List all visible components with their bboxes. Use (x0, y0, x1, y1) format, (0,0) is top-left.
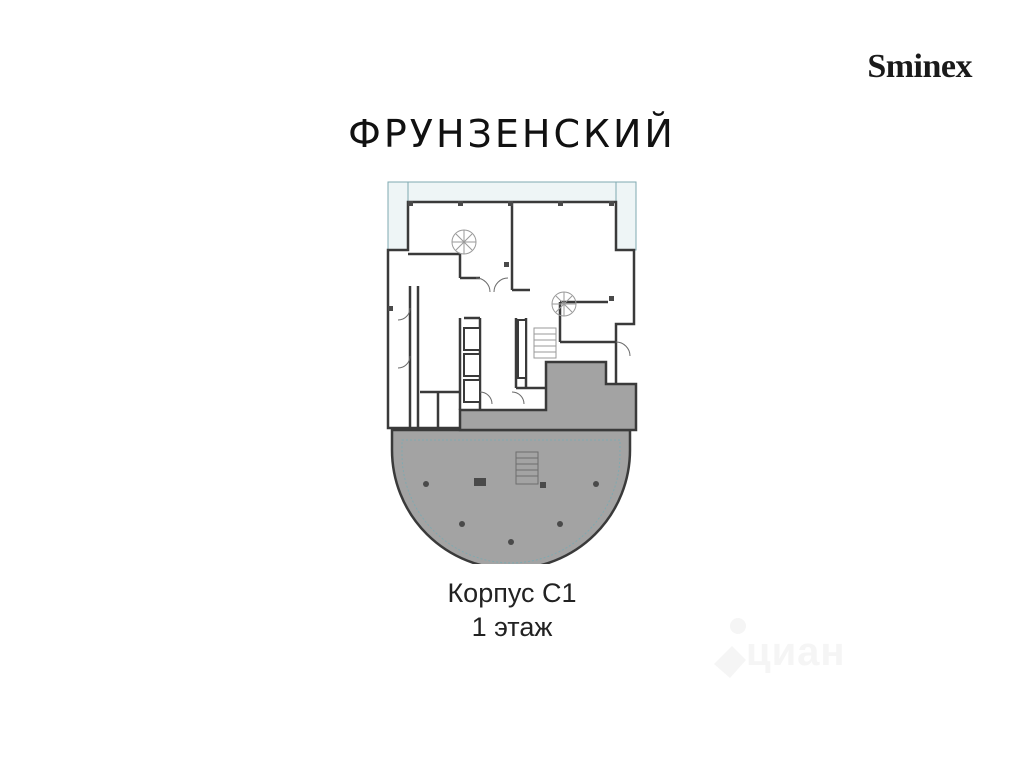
hall-extension (458, 360, 638, 432)
wc-2 (463, 353, 481, 377)
right-balcony (615, 181, 637, 251)
watermark-text: циан (746, 630, 846, 674)
spiral-stair-right (551, 291, 577, 317)
sminex-logo: Sminex (867, 48, 972, 85)
columns (388, 201, 614, 545)
floor-plan (380, 178, 642, 571)
left-balcony (387, 181, 409, 251)
top-balcony (387, 181, 637, 203)
cian-logo-icon (714, 618, 746, 678)
wc-3 (463, 379, 481, 403)
spiral-stair-left (451, 229, 477, 255)
utility-room (517, 319, 527, 379)
wc-1 (463, 327, 481, 351)
plan-caption: Корпус С1 1 этаж (0, 576, 1024, 644)
page-title: ФРУНЗЕНСКИЙ (348, 112, 676, 156)
cian-watermark: циан (706, 606, 916, 686)
staircase-mid (533, 327, 557, 359)
staircase-hall (515, 451, 539, 485)
building-label: Корпус С1 (447, 578, 577, 608)
floor-label: 1 этаж (471, 612, 553, 642)
